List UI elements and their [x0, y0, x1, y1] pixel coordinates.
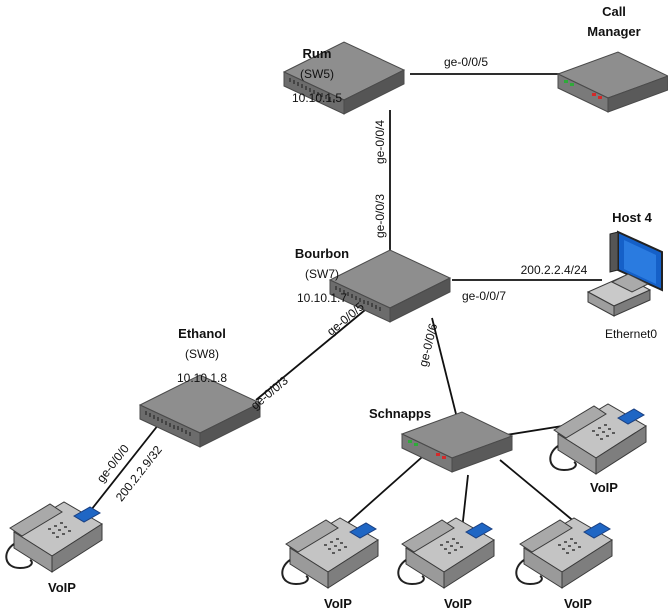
- voip-label: VoIP: [564, 596, 592, 611]
- bourbon-ip: 10.10.1.7: [297, 291, 347, 305]
- link-bourbon-ethanol: [255, 309, 366, 401]
- link-bourbon-schnapps: [431, 317, 457, 415]
- host4-ip: 200.2.2.4/24: [521, 263, 588, 277]
- voip-phone-ethanol-icon[interactable]: [5, 501, 104, 573]
- call-manager-name-line1: Call: [602, 4, 626, 19]
- link-schnapps-phone4: [499, 459, 583, 529]
- voip-phone-schnapps-3-icon[interactable]: [397, 517, 495, 589]
- port-ethanol-to-bourbon: ge-0/0/3: [248, 373, 291, 412]
- ethanol-name: Ethanol: [178, 326, 226, 341]
- rum-ip: 10.10.1.5: [292, 91, 342, 105]
- ethanol-id: (SW8): [185, 347, 219, 361]
- voip-label: VoIP: [590, 480, 618, 495]
- bourbon-name: Bourbon: [295, 246, 349, 261]
- port-bourbon-to-schnapps: ge-0/0/6: [416, 322, 440, 368]
- rum-name: Rum: [303, 46, 332, 61]
- bourbon-id: (SW7): [305, 267, 339, 281]
- voip-label: VoIP: [324, 596, 352, 611]
- schnapps-name: Schnapps: [369, 406, 431, 421]
- schnapps-appliance-icon[interactable]: [401, 411, 513, 473]
- voip-label: VoIP: [48, 580, 76, 595]
- host4-computer-icon[interactable]: [586, 230, 663, 317]
- voip-label: VoIP: [444, 596, 472, 611]
- voip-phone-schnapps-1-icon[interactable]: [549, 403, 647, 475]
- ethanol-ip: 10.10.1.8: [177, 371, 227, 385]
- link-schnapps-phone2: [339, 449, 431, 531]
- rum-id: (SW5): [300, 67, 334, 81]
- port-rum-to-bourbon: ge-0/0/4: [373, 120, 387, 164]
- port-bourbon-to-rum: ge-0/0/3: [373, 194, 387, 238]
- ethanol-switch-icon[interactable]: [139, 374, 261, 448]
- port-bourbon-to-host4: ge-0/0/7: [462, 289, 506, 303]
- link-schnapps-phone3: [461, 474, 469, 531]
- call-manager-icon[interactable]: [557, 51, 668, 113]
- port-bourbon-to-ethanol: ge-0/0/5: [324, 299, 367, 338]
- voip-phone-schnapps-4-icon[interactable]: [515, 517, 613, 589]
- link-ethanol-phone: [79, 409, 171, 525]
- host4-name: Host 4: [612, 210, 653, 225]
- host4-interface: Ethernet0: [605, 327, 657, 341]
- call-manager-name-line2: Manager: [587, 24, 640, 39]
- voip-phone-schnapps-2-icon[interactable]: [281, 517, 379, 589]
- port-rum-to-callmanager: ge-0/0/5: [444, 55, 488, 69]
